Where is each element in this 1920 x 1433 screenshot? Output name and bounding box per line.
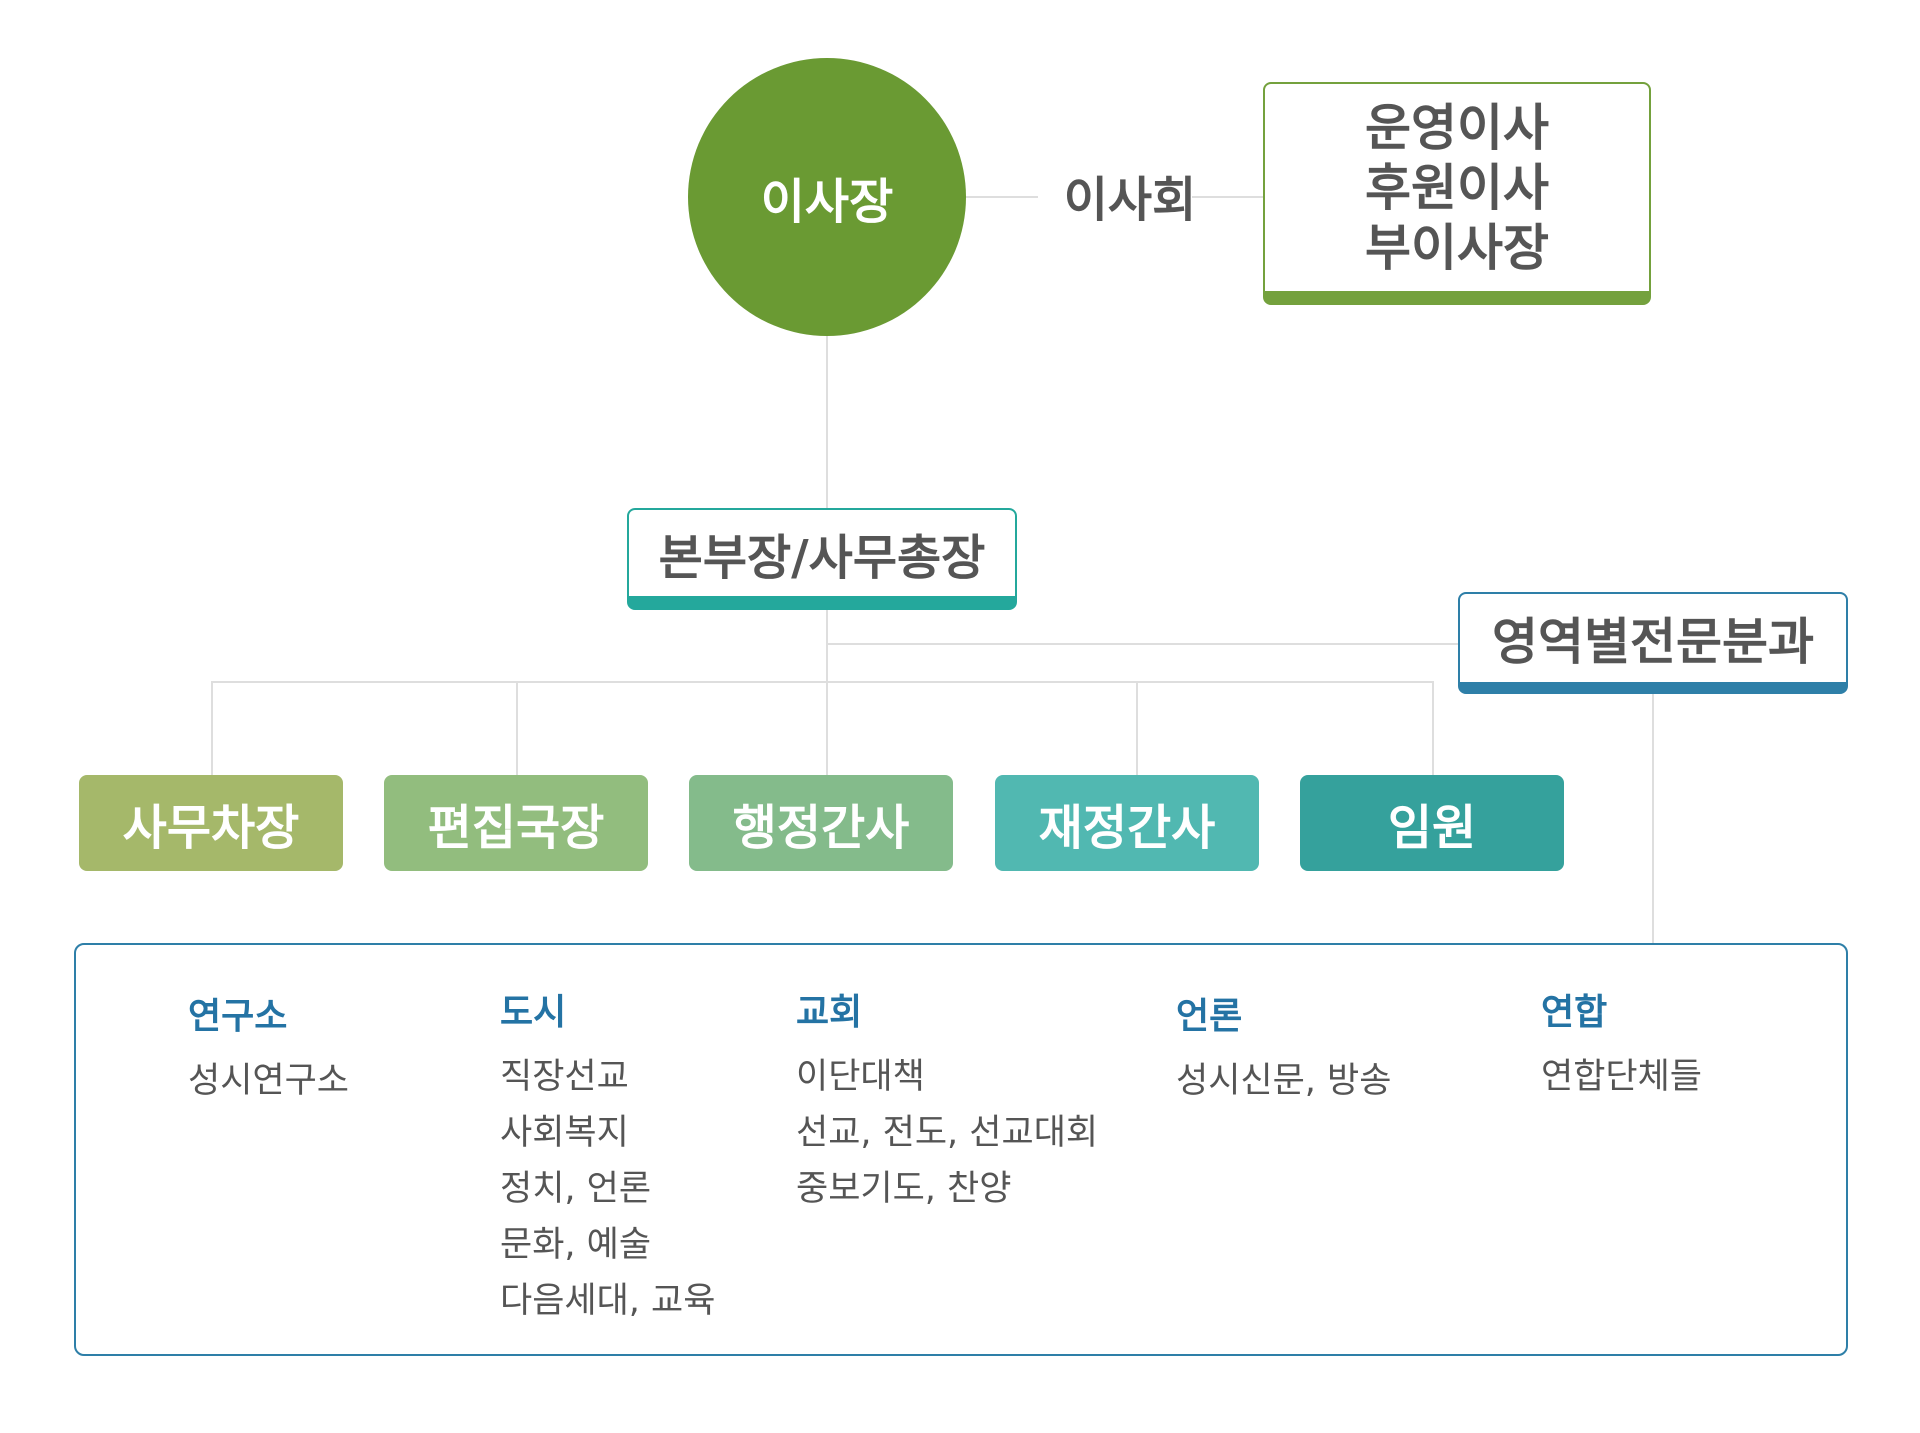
area-item: 성시연구소 [188,1061,350,1101]
director-branch-connector [826,610,828,775]
department-box: 사무차장 [79,775,343,871]
department-box: 재정간사 [995,775,1259,871]
department-label: 행정간사 [732,800,910,856]
specialty-areas-connector [1652,694,1654,943]
area-column: 교회 이단대책 선교, 전도, 선교대회 중보기도, 찬양 [796,983,1098,1217]
area-item: 중보기도, 찬양 [796,1169,1012,1209]
area-item: 사회복지 [500,1113,629,1153]
chairman-label: 이사장 [760,174,894,230]
area-item: 성시신문, 방송 [1176,1061,1392,1101]
department-drop-line [211,681,213,775]
board-members-box: 운영이사 후원이사 부이사장 [1263,82,1651,305]
board-box-connector [1192,196,1263,198]
area-item: 다음세대, 교육 [500,1281,716,1321]
board-label: 이사회 [1063,172,1197,228]
area-item: 문화, 예술 [500,1225,652,1265]
director-box: 본부장/사무총장 [627,508,1017,610]
board-role: 후원이사 [1365,158,1549,217]
area-item: 선교, 전도, 선교대회 [796,1113,1099,1153]
area-column: 연구소 성시연구소 [188,987,349,1109]
area-item: 이단대책 [796,1057,925,1097]
area-title: 언론 [1176,996,1243,1037]
specialty-committee-box: 영역별전문분과 [1458,592,1848,694]
board-role: 운영이사 [1365,98,1549,157]
department-drop-line [1136,681,1138,775]
department-box: 편집국장 [384,775,648,871]
department-label: 사무차장 [122,800,300,856]
department-box: 임원 [1300,775,1564,871]
specialty-label: 영역별전문분과 [1492,613,1814,671]
area-column: 연합 연합단체들 [1541,983,1702,1105]
department-box: 행정간사 [689,775,953,871]
department-bus-line [211,681,1433,683]
area-column: 도시 직장선교 사회복지 정치, 언론 문화, 예술 다음세대, 교육 [500,983,715,1329]
area-item: 정치, 언론 [500,1169,652,1209]
department-drop-line [1432,681,1434,775]
area-title: 연합 [1541,992,1608,1033]
area-title: 연구소 [188,996,288,1037]
chairman-board-connector [966,196,1038,198]
director-label: 본부장/사무총장 [658,530,986,586]
area-item: 직장선교 [500,1057,629,1097]
area-column: 언론 성시신문, 방송 [1176,987,1391,1109]
area-item: 연합단체들 [1541,1057,1703,1097]
department-label: 편집국장 [427,800,605,856]
department-label: 임원 [1387,800,1477,856]
chairman-director-connector [826,336,828,508]
board-role: 부이사장 [1365,218,1549,277]
department-label: 재정간사 [1038,800,1216,856]
area-title: 도시 [500,992,567,1033]
specialty-areas-panel: 연구소 성시연구소 도시 직장선교 사회복지 정치, 언론 문화, 예술 다음세… [74,943,1848,1356]
department-drop-line [516,681,518,775]
area-title: 교회 [796,992,863,1033]
specialty-connector [826,643,1458,645]
chairman-node: 이사장 [688,58,966,336]
